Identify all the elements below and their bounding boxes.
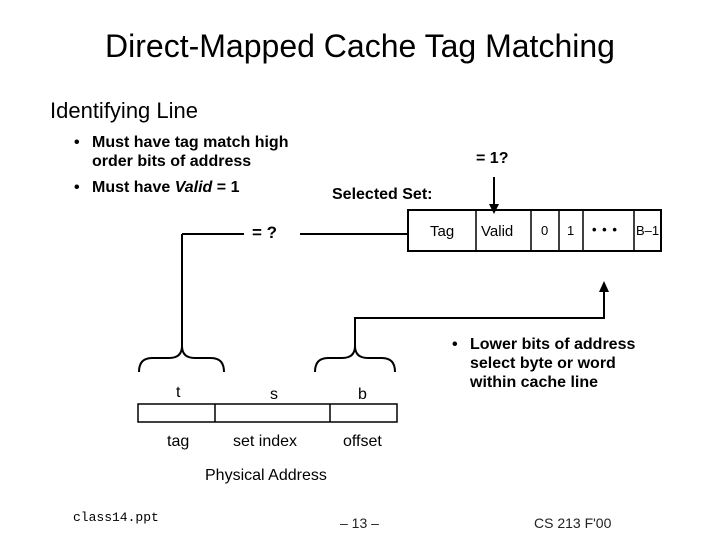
bullet-tag-line1: Must have tag match high <box>92 134 289 151</box>
cache-last-byte-label: B–1 <box>636 223 660 238</box>
slide-title: Direct-Mapped Cache Tag Matching <box>105 28 615 64</box>
bullet-tag-match: • Must have tag match high <box>74 134 288 152</box>
bullet-dot-icon: • <box>452 336 458 353</box>
offset-connector <box>354 290 605 348</box>
physical-address-caption: Physical Address <box>205 467 327 484</box>
footer-course: CS 213 F'00 <box>534 515 612 531</box>
field-set-index-name: set index <box>233 433 298 450</box>
tag-brace <box>138 345 225 373</box>
address-box <box>137 403 398 423</box>
bullet-valid: • Must have Valid = 1 <box>74 179 239 197</box>
footer-page-number: – 13 – <box>340 515 379 531</box>
cache-tag-label: Tag <box>430 223 455 240</box>
bullet-valid-italic: Valid <box>174 179 213 196</box>
bullet-dot-icon: • <box>74 179 80 196</box>
footer-filename: class14.ppt <box>73 510 159 525</box>
bullet-dot-icon: • <box>74 134 80 151</box>
field-t-label: t <box>176 384 181 401</box>
lower-bits-line1: Lower bits of address <box>470 336 636 353</box>
lower-bits-line3: within cache line <box>470 374 599 391</box>
tag-compare-label: = ? <box>252 223 278 242</box>
field-tag-name: tag <box>167 433 190 450</box>
valid-arrow-head <box>489 204 499 214</box>
cache-byte0-label: 0 <box>541 223 549 238</box>
offset-brace <box>314 345 396 373</box>
field-b-label: b <box>358 386 367 403</box>
lower-bits-line2: select byte or word <box>470 355 616 372</box>
cache-byte1-label: 1 <box>567 223 575 238</box>
offset-arrow-head <box>599 281 609 292</box>
ellipsis-icon: • • • <box>592 222 618 237</box>
bullet-valid-suffix: = 1 <box>212 179 240 196</box>
bullet-valid-prefix: Must have <box>92 179 175 196</box>
cache-line-box <box>407 209 662 252</box>
selected-set-label: Selected Set: <box>332 186 433 203</box>
bullet-tag-match-cont: order bits of address <box>92 153 252 170</box>
field-offset-name: offset <box>343 433 382 450</box>
cache-valid-label: Valid <box>481 223 514 240</box>
valid-check-label: = 1? <box>476 150 509 167</box>
section-heading: Identifying Line <box>50 98 198 123</box>
field-s-label: s <box>270 386 278 403</box>
bullet-lower-bits: • Lower bits of address <box>452 336 635 354</box>
